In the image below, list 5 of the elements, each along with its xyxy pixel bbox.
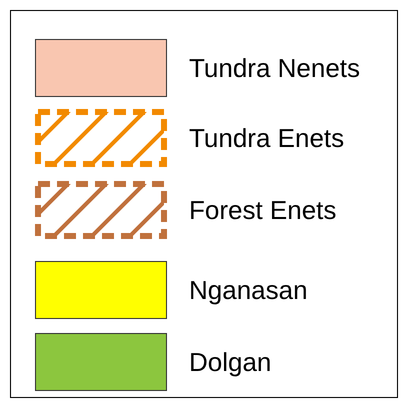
legend-label: Dolgan xyxy=(189,347,272,377)
legend-label: Nganasan xyxy=(189,275,308,305)
legend-label: Tundra Enets xyxy=(189,123,344,153)
legend-label: Tundra Nenets xyxy=(189,53,360,83)
legend-label: Forest Enets xyxy=(189,195,336,225)
